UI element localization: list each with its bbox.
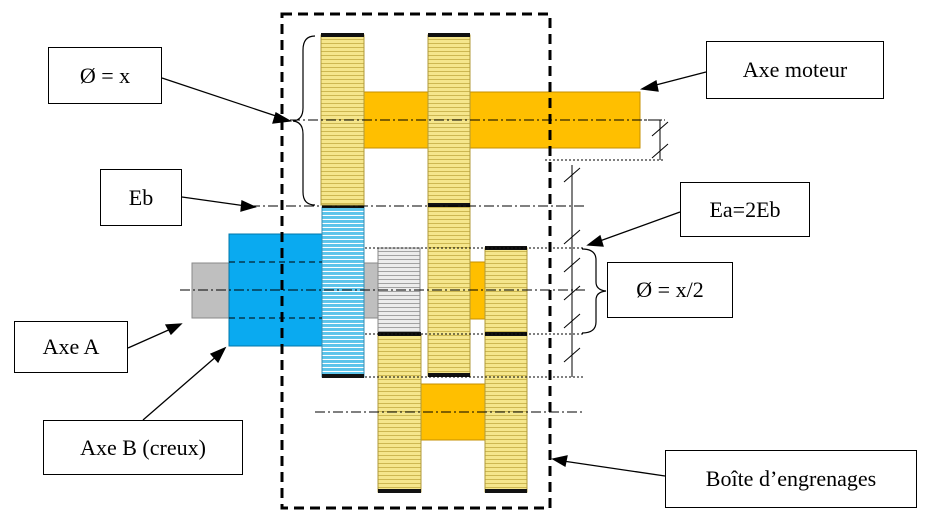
leader-lines — [127, 71, 707, 477]
white-gear — [377, 247, 421, 335]
gear-left-lower-cap — [378, 489, 421, 493]
gear-middle-divider — [428, 203, 470, 207]
gear-left-lower-divider — [378, 332, 421, 336]
gear-middle-lower — [427, 205, 471, 377]
label-axe-b: Axe B (creux) — [43, 420, 243, 475]
label-ea: Ea=2Eb — [680, 182, 810, 237]
gear-right-lower-cap — [485, 489, 527, 493]
label-boite: Boîte d’engrenages — [665, 450, 917, 508]
gear-middle-lower-cap — [428, 373, 470, 377]
label-diameter-x: Ø = x — [48, 47, 162, 104]
brace-diameter-half — [581, 248, 607, 334]
label-diameter-half: Ø = x/2 — [607, 262, 733, 318]
gear-left-lower — [377, 333, 422, 493]
center-lines — [180, 119, 660, 413]
gear-right-lower — [484, 333, 528, 493]
large-gear-left-top-cap — [321, 33, 364, 37]
blue-gear — [321, 206, 365, 378]
label-axe-a: Axe A — [14, 321, 128, 373]
gear-right-upper — [484, 247, 528, 335]
dimension-ea — [563, 165, 581, 377]
reference-dotted-lines — [365, 119, 665, 378]
gearbox-boundary — [280, 12, 552, 510]
blue-gear-bottom-cap — [322, 374, 364, 378]
large-gear-middle-top-cap — [428, 33, 470, 37]
brace-diameter-x — [292, 35, 316, 206]
dimension-motor — [651, 120, 669, 160]
label-axe-moteur: Axe moteur — [706, 41, 884, 99]
axe-b-bore-lines — [229, 261, 322, 319]
label-eb: Eb — [100, 169, 182, 226]
